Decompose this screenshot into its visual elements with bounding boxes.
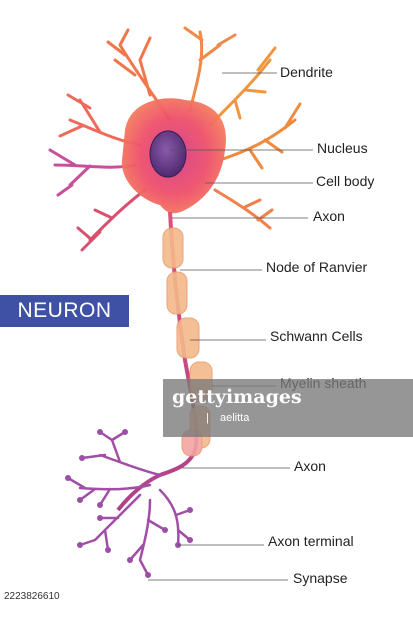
image-id: 2223826610: [4, 591, 60, 602]
label-node-of-ranvier: Node of Ranvier: [266, 259, 368, 275]
label-nucleus: Nucleus: [317, 140, 368, 156]
label-cell-body: Cell body: [316, 173, 374, 189]
label-synapse: Synapse: [293, 570, 348, 586]
label-axon-upper: Axon: [313, 208, 345, 224]
nucleus-shape: [149, 130, 187, 178]
label-axon-terminal: Axon terminal: [268, 533, 354, 549]
label-schwann-cells: Schwann Cells: [270, 328, 363, 344]
watermark-logo: gettyimages: [172, 386, 302, 408]
dendrites: [48, 26, 302, 252]
diagram-title: NEURON: [17, 299, 112, 322]
synapse-bulbs: [65, 429, 193, 578]
title-banner: [0, 295, 129, 327]
label-axon-lower: Axon: [294, 458, 326, 474]
watermark-credit-prefix-icon: |: [206, 412, 209, 424]
label-dendrite: Dendrite: [280, 64, 333, 80]
axon-terminals: [66, 430, 192, 577]
watermark-credit: aelitta: [220, 412, 250, 424]
watermark-band: [163, 379, 413, 437]
